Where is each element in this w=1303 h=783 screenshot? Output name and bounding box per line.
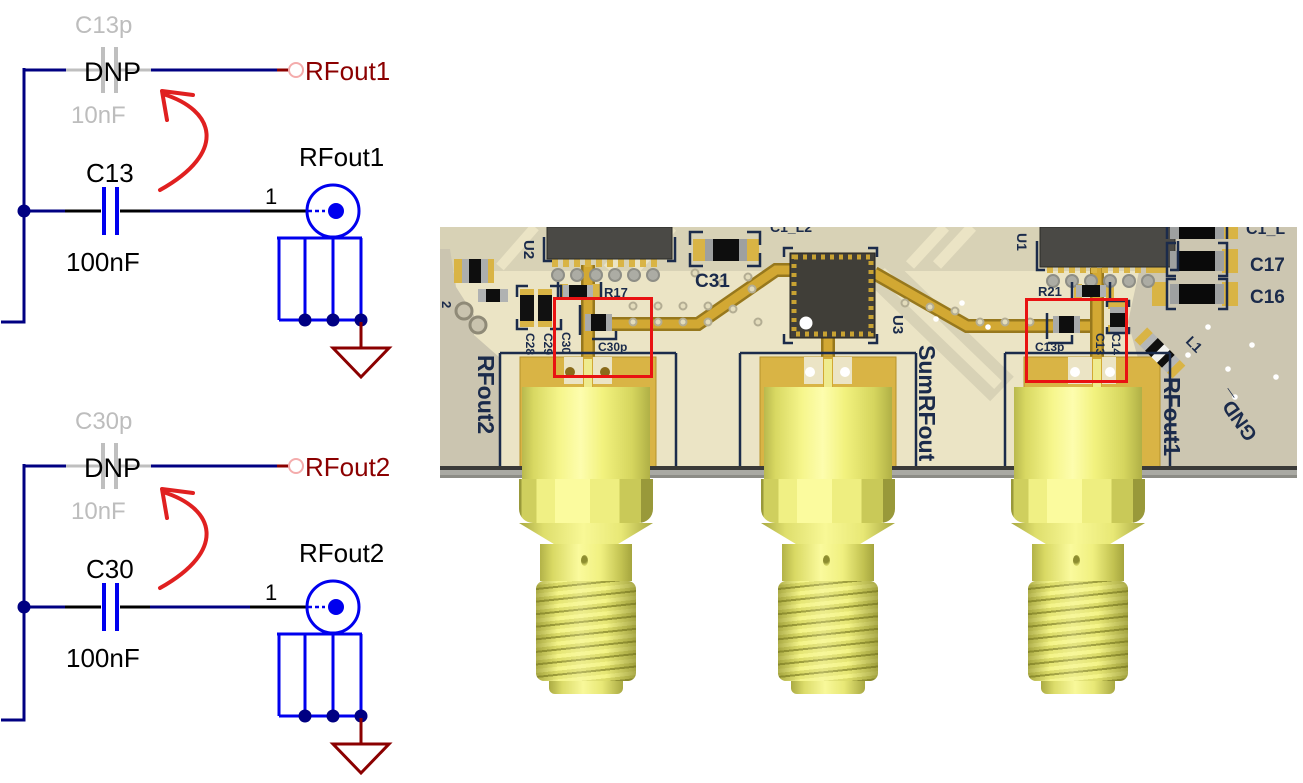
cap-ref-label: C13 [86, 158, 134, 188]
chip-u3 [789, 252, 876, 339]
vias [454, 268, 1279, 400]
shield-dot [354, 313, 368, 327]
silkscreen-rfout1: RFout1 [1159, 377, 1185, 456]
cap-ref-label: C30 [86, 554, 134, 584]
schematic-canvas: C13p DNP 10nF RFout1 C13 100nF RFout1 1 [1, 12, 393, 776]
port-label: RFout1 [305, 56, 390, 86]
port-circle [288, 458, 304, 474]
sma-end-ring [549, 681, 623, 694]
dnp-capacitor-plates [101, 47, 118, 93]
shield-bracket [277, 236, 363, 322]
ground-symbol [329, 322, 393, 380]
capacitor-plates [102, 583, 119, 631]
sma-end-ring [791, 681, 865, 694]
sma-hex-nut [519, 479, 653, 523]
silkscreen-text: U2 C31 R17 C28 C29 C30 C30p RFout2 U3 Su… [440, 227, 1285, 462]
dnp-label: DNP [84, 453, 141, 483]
sma-flange [1014, 387, 1142, 479]
connector-name-label: RFout1 [299, 142, 384, 172]
dnp-ref-label: C13p [75, 12, 132, 39]
cap-value-label: 100nF [66, 247, 140, 277]
sma-flange [522, 387, 650, 479]
sma-dimple [823, 555, 830, 566]
chip-u2 [546, 227, 673, 260]
dnp-capacitor-plates [101, 443, 118, 489]
schematic-block-rfout1: C13p DNP 10nF RFout1 C13 100nF RFout1 1 [1, 12, 393, 380]
shield-dot [326, 709, 340, 723]
port-label: RFout2 [305, 452, 390, 482]
sma-threads [1028, 581, 1128, 681]
silkscreen-c17: C17 [1250, 255, 1285, 276]
gray-zone-left [440, 249, 499, 478]
shield-dot [354, 709, 368, 723]
shield-dot [298, 313, 312, 327]
sma-taper [1011, 523, 1145, 544]
annotation-arrow-bottom [158, 487, 209, 590]
silkscreen-partial-topright: C1_L [1246, 227, 1285, 238]
coax-center-dot [328, 599, 344, 615]
schematic-block-rfout2: C30p DNP 10nF RFout2 C30 100nF RFout2 1 [1, 408, 393, 776]
dnp-value-label: 10nF [71, 498, 126, 525]
silkscreen-r21: R21 [1038, 284, 1062, 299]
silkscreen-u3: U3 [889, 315, 906, 334]
silkscreen-sumrfout: SumRFout [914, 345, 940, 462]
coax-center-dot [328, 203, 344, 219]
chip-u1 [1039, 227, 1176, 268]
silkscreen-rfout2: RFout2 [473, 355, 499, 434]
wire [1, 68, 277, 324]
sma-hex-nut [761, 479, 895, 523]
silkscreen-c30: C30 [559, 332, 573, 354]
silkscreen-c28: C28 [523, 333, 537, 355]
silkscreen-u2: U2 [520, 240, 537, 259]
sma-dimple [1073, 555, 1080, 566]
sma-taper [761, 523, 895, 544]
dnp-ref-label: C30p [75, 408, 132, 435]
highlight-box-left [553, 297, 653, 378]
pcb-3d-view: U2 C31 R17 C28 C29 C30 C30p RFout2 U3 Su… [440, 227, 1297, 783]
wire [1, 464, 277, 722]
annotation-arrow-top [158, 89, 209, 192]
shield-bracket [277, 632, 363, 718]
solder-balls [551, 268, 1155, 288]
sma-threads [536, 581, 636, 681]
sma-connector-rfout2 [519, 387, 653, 783]
dnp-label: DNP [84, 57, 141, 87]
junction-dot [17, 600, 31, 614]
connector-name-label: RFout2 [299, 538, 384, 568]
silkscreen-c14: C14 [1109, 333, 1123, 355]
pin-number-label: 1 [265, 580, 277, 605]
silkscreen-partial-top: C1_L2 [770, 227, 812, 235]
sma-taper [519, 523, 653, 544]
cap-value-label: 100nF [66, 643, 140, 673]
sma-threads [778, 581, 878, 681]
sma-hex-nut [1011, 479, 1145, 523]
silkscreen-c31: C31 [695, 271, 730, 292]
junction-dot [17, 204, 31, 218]
capacitor-plates [102, 187, 119, 235]
dnp-value-label: 10nF [71, 102, 126, 129]
sma-connector-rfout1 [1011, 387, 1145, 783]
pin-number-label: 1 [265, 184, 277, 209]
silkscreen-c16: C16 [1250, 287, 1285, 308]
silkscreen-c30p: C30p [598, 340, 627, 354]
ground-symbol [329, 718, 393, 776]
highlight-box-right [1025, 298, 1128, 383]
pin1-marker [799, 316, 813, 330]
silkscreen-u1: U1 [1014, 233, 1030, 251]
silkscreen-c13p: C13p [1035, 340, 1064, 354]
passives [462, 227, 1224, 379]
sma-flange [764, 387, 892, 479]
silkscreen-partial-left: 2 [440, 301, 454, 308]
silkscreen-r17: R17 [604, 285, 628, 300]
silkscreen-c29: C29 [541, 333, 555, 355]
sma-connector-sumrfout [761, 387, 895, 783]
sma-end-ring [1041, 681, 1115, 694]
shield-dot [326, 313, 340, 327]
sma-dimple [581, 555, 588, 566]
shield-dot [298, 709, 312, 723]
silkscreen-outlines [498, 227, 1229, 468]
silkscreen-c13: C13 [1093, 333, 1107, 355]
port-circle [288, 62, 304, 78]
